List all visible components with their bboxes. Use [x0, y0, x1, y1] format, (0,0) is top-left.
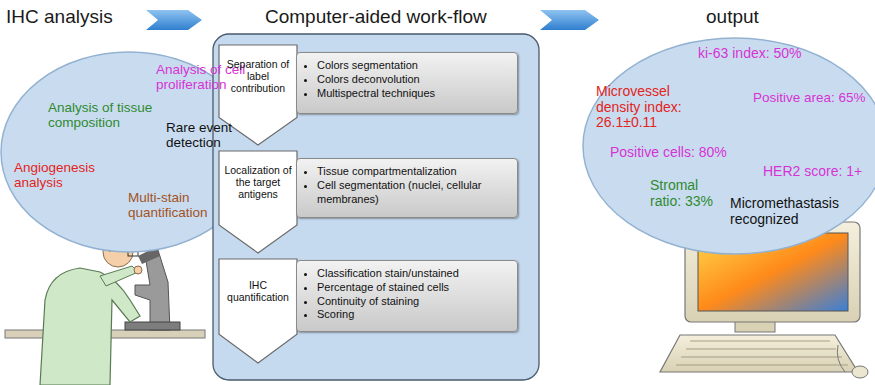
- result-value: Microvessel density index: 26.1±0.11: [596, 84, 696, 131]
- bullet-item: Continuity of staining: [317, 295, 511, 309]
- section-heading: Computer-aided work-flow: [265, 6, 487, 28]
- step-details: Classification stain/unstainedPercentage…: [296, 260, 518, 332]
- hand: [134, 266, 142, 274]
- result-value: Micromethastasis recognized: [730, 196, 860, 227]
- step-chevron: IHC quantification: [218, 258, 298, 364]
- panel-shape: [213, 34, 539, 380]
- microscope: [135, 250, 170, 330]
- result-value: ki-63 index: 50%: [698, 46, 818, 62]
- workflow-panel: Computer-aided work-flowSeparation of la…: [212, 0, 542, 382]
- task-label: Multi-stain quantification: [128, 190, 228, 220]
- mouse: [852, 366, 868, 378]
- chevron-outline: [218, 258, 298, 364]
- result-value: Positive area: 65%: [753, 90, 871, 105]
- output-ellipse: outputMicrovessel density index: 26.1±0.…: [580, 0, 875, 258]
- step-title: Separation of label contribution: [221, 58, 295, 94]
- arm: [100, 266, 138, 286]
- task-label: Analysis of tissue composition: [48, 100, 160, 130]
- section-heading: output: [706, 6, 759, 28]
- microscope-base: [125, 322, 180, 330]
- bullet-item: Classification stain/unstained: [317, 267, 511, 281]
- step-details: Colors segmentationColors deconvolutionM…: [296, 52, 518, 114]
- result-value: Stromal ratio: 33%: [650, 178, 728, 209]
- step-title: Localization of the target antigens: [221, 164, 295, 200]
- bullet-item: Multispectral techniques: [317, 87, 511, 101]
- bullet-item: Colors segmentation: [317, 59, 511, 73]
- chevron-shape: [219, 45, 297, 145]
- step-title: IHC quantification: [221, 279, 295, 303]
- section-heading: IHC analysis: [6, 6, 113, 28]
- step-details: Tissue compartmentalizationCell segmenta…: [296, 158, 518, 218]
- flow-chevron: [146, 10, 202, 30]
- bullet-item: Scoring: [317, 308, 511, 322]
- task-label: Angiogenesis analysis: [14, 160, 114, 190]
- chevron-shape: [219, 151, 297, 253]
- result-value: Positive cells: 80%: [610, 145, 750, 161]
- keyboard: [660, 335, 858, 372]
- flow-chevron: [540, 10, 599, 30]
- bullet-item: Tissue compartmentalization: [317, 165, 511, 179]
- bullet-list: Classification stain/unstainedPercentage…: [297, 261, 517, 328]
- key-rows: [676, 341, 848, 365]
- bullet-item: Cell segmentation (nuclei, cellular memb…: [317, 179, 511, 207]
- step-chevron: Localization of the target antigens: [218, 150, 298, 254]
- task-label: Rare event detection: [166, 120, 248, 150]
- mouse-cable: [837, 345, 845, 372]
- ellipse-shape: [583, 38, 875, 254]
- result-value: HER2 score: 1+: [763, 164, 871, 180]
- bullet-list: Tissue compartmentalizationCell segmenta…: [297, 159, 517, 212]
- scientist-illustration: [5, 234, 205, 385]
- chevron-shape: [219, 259, 297, 363]
- bullet-item: Colors deconvolution: [317, 73, 511, 87]
- bullet-item: Percentage of stained cells: [317, 281, 511, 295]
- lab-coat: [40, 268, 140, 385]
- bullet-list: Colors segmentationColors deconvolutionM…: [297, 53, 517, 106]
